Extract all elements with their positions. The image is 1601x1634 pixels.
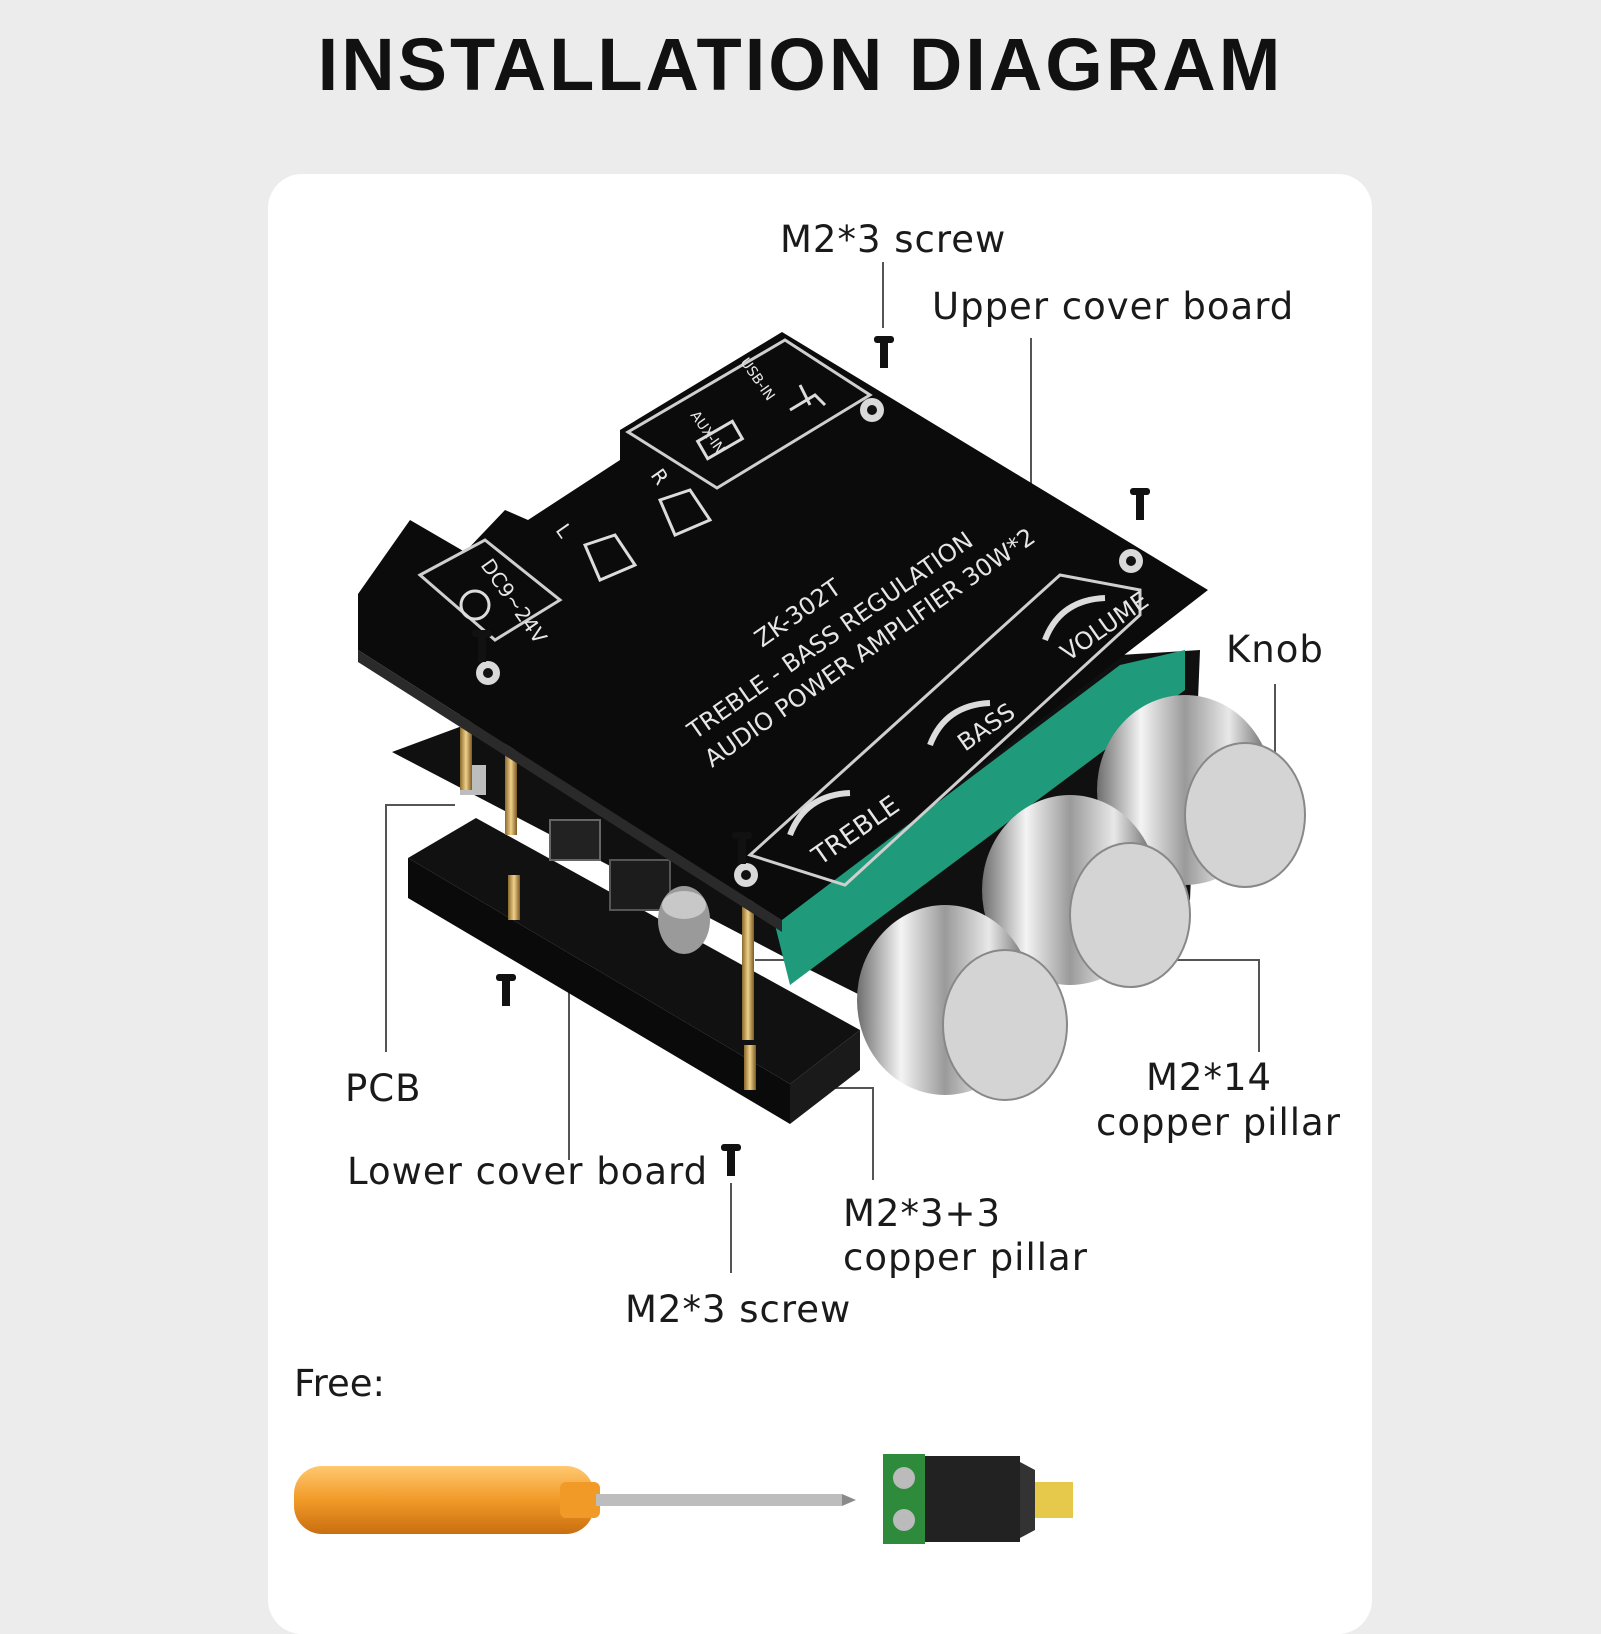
label-pcb: PCB xyxy=(345,1067,422,1111)
label-pillar14-line2: copper pillar xyxy=(1096,1101,1341,1145)
label-upper-cover: Upper cover board xyxy=(932,285,1294,329)
label-pillar33-line1: M2*3+3 xyxy=(843,1192,1001,1236)
screw-icon xyxy=(874,336,894,368)
label-pillar14-line1: M2*14 xyxy=(1146,1056,1272,1100)
label-free: Free: xyxy=(294,1362,385,1405)
label-pillar33-line2: copper pillar xyxy=(843,1236,1088,1280)
screwdriver-icon xyxy=(294,1466,856,1534)
dc-adapter-icon xyxy=(883,1454,1073,1544)
label-screw-top: M2*3 screw xyxy=(780,218,1006,262)
label-knob: Knob xyxy=(1226,628,1324,672)
capacitor xyxy=(658,886,710,954)
label-lower-cover: Lower cover board xyxy=(347,1150,708,1194)
label-screw-bottom: M2*3 screw xyxy=(625,1288,851,1332)
screw-icon xyxy=(721,1144,741,1176)
screw-icon xyxy=(1130,488,1150,520)
screw-icon xyxy=(496,974,516,1006)
